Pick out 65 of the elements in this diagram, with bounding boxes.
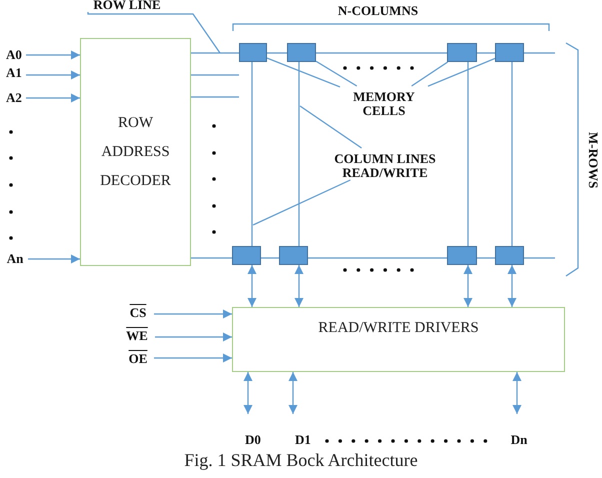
connector-line: [477, 257, 495, 259]
signal-label: OE: [128, 352, 148, 366]
memory-cell: [239, 43, 267, 62]
connector-line: [191, 52, 239, 54]
signal-label: An: [6, 252, 24, 266]
dimension-label: N-COLUMNS: [336, 3, 420, 19]
connector-line: [316, 52, 447, 54]
leader-label: COLUMN LINES READ/WRITE: [333, 152, 437, 180]
arrow: [26, 50, 80, 60]
signal-label: WE: [126, 329, 148, 343]
connector-line: [191, 96, 239, 98]
leader-line: [252, 179, 351, 226]
driver-box: [232, 307, 565, 372]
connector-line: [524, 257, 555, 259]
leader-line: [266, 57, 340, 88]
signal-label: A0: [6, 48, 22, 62]
connector-line: [191, 74, 239, 76]
memory-cell: [447, 43, 477, 62]
decoder-box: [80, 38, 191, 266]
connector-line: [267, 52, 287, 54]
memory-cell: [495, 246, 524, 265]
leader-label: ROW LINE: [93, 0, 161, 12]
arrow: [294, 265, 304, 307]
arrow: [155, 332, 232, 342]
box-label: ROW ADDRESS DECODER: [99, 114, 172, 191]
memory-cell: [447, 246, 477, 265]
arrow: [288, 372, 298, 414]
leader-line: [87, 12, 220, 54]
arrow: [154, 310, 232, 318]
leader-line: [428, 58, 496, 87]
leader-label: MEMORY CELLS: [352, 90, 416, 118]
memory-cell: [287, 43, 316, 62]
leader-line: [411, 62, 448, 86]
dimension-label: M-ROWS: [585, 132, 601, 188]
box-label: READ/WRITE DRIVERS: [317, 320, 480, 337]
signal-label: A1: [6, 66, 22, 80]
signal-label: Dn: [510, 433, 528, 447]
arrow: [508, 265, 516, 307]
arrow: [154, 354, 232, 362]
connector-line: [251, 62, 253, 246]
connector-line: [308, 257, 447, 259]
connector-line: [191, 257, 232, 259]
arrow: [28, 254, 80, 264]
connector-line: [524, 52, 555, 54]
connector-line: [261, 257, 279, 259]
signal-label: A2: [6, 91, 22, 105]
arrow: [26, 70, 80, 80]
connector-line: [477, 52, 495, 54]
connector-line: [467, 62, 469, 246]
signal-label: D0: [245, 433, 261, 447]
arrow: [26, 94, 80, 102]
arrow: [512, 372, 522, 414]
connector-line: [298, 62, 300, 246]
leader-line: [316, 60, 358, 87]
arrow: [248, 265, 256, 307]
memory-cell: [495, 43, 524, 62]
connector-line: [511, 62, 513, 246]
arrow: [464, 265, 472, 307]
leader-line: [300, 106, 362, 148]
memory-cell: [279, 246, 308, 265]
signal-label: D1: [295, 433, 311, 447]
memory-cell: [232, 246, 261, 265]
caption: Fig. 1 SRAM Bock Architecture: [183, 450, 419, 471]
signal-label: CS: [130, 306, 146, 320]
arrow: [244, 372, 252, 414]
